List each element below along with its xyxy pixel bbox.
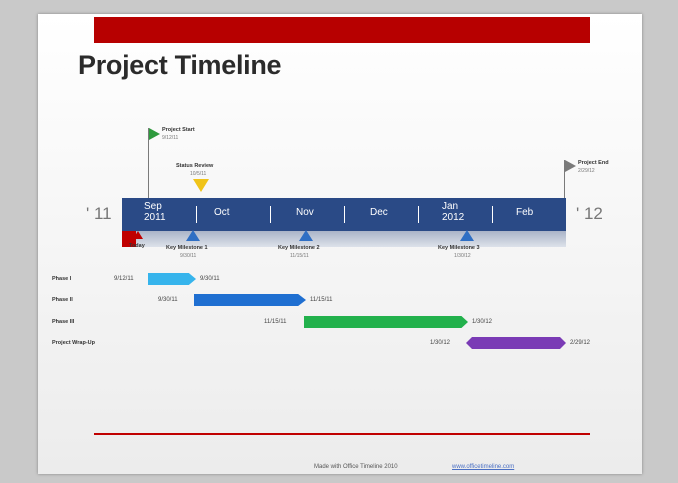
wrap-up-bar	[466, 337, 566, 349]
milestone-3-icon	[460, 230, 474, 241]
wrap-up-label: Project Wrap-Up	[52, 340, 95, 346]
status-review-date: 10/5/11	[190, 171, 207, 177]
status-review-label: Status Review	[176, 163, 214, 169]
month-feb: Feb	[516, 207, 534, 218]
project-start-date: 9/12/11	[162, 135, 179, 141]
footer-link[interactable]: www.officetimeline.com	[452, 464, 515, 470]
milestone-1-date: 9/30/11	[180, 253, 197, 259]
phase-3-start: 11/15/11	[264, 319, 287, 325]
milestone-2-date: 11/15/11	[290, 253, 309, 259]
page-title: Project Timeline	[78, 50, 282, 80]
today-label: Today	[129, 243, 145, 249]
milestone-3-date: 1/30/12	[454, 253, 471, 259]
year-end-label: ' 12	[576, 204, 603, 223]
project-end-label: Project End	[578, 160, 609, 166]
green-flag-icon	[149, 128, 160, 140]
project-start-label: Project Start	[162, 127, 195, 133]
project-start-flagpole	[148, 128, 149, 198]
wrap-up-start: 1/30/12	[430, 340, 451, 346]
month-nov: Nov	[296, 207, 314, 218]
gray-flag-icon	[565, 160, 576, 172]
today-marker-icon	[133, 231, 143, 239]
month-separator	[344, 206, 345, 223]
phase-2-start: 9/30/11	[158, 297, 178, 303]
month-separator	[196, 206, 197, 223]
milestone-3-label: Key Milestone 3	[438, 245, 480, 251]
month-separator	[418, 206, 419, 223]
milestone-1-label: Key Milestone 1	[166, 245, 208, 251]
year-start-label: ' 11	[86, 204, 112, 223]
phase-3-bar	[304, 316, 468, 328]
footer-credit: Made with Office Timeline 2010	[314, 464, 398, 470]
phase-1-label: Phase I	[52, 276, 72, 282]
month-dec: Dec	[370, 207, 388, 218]
milestone-2-icon	[299, 230, 313, 241]
phase-3-label: Phase III	[52, 319, 75, 325]
project-end-date: 2/29/12	[578, 168, 595, 174]
project-end-flagpole	[564, 160, 565, 198]
phase-3-end: 1/30/12	[472, 319, 493, 325]
milestone-1-icon	[186, 230, 200, 241]
phase-1-bar	[148, 273, 196, 285]
header-bar	[94, 17, 590, 43]
month-oct: Oct	[214, 207, 230, 218]
timeline-band-shadow	[122, 231, 566, 247]
phase-1-end: 9/30/11	[200, 276, 220, 282]
slide: Project Timeline ' 11 ' 12 Project Start…	[38, 14, 642, 474]
footer-line	[94, 433, 590, 435]
month-jan: Jan 2012	[442, 201, 465, 223]
phase-2-bar	[194, 294, 306, 306]
status-review-marker-icon	[193, 179, 209, 192]
phase-2-end: 11/15/11	[310, 297, 333, 303]
wrap-up-end: 2/29/12	[570, 340, 591, 346]
phase-1-start: 9/12/11	[114, 276, 134, 282]
month-sep: Sep 2011	[144, 201, 166, 223]
today-segment	[122, 231, 136, 247]
month-separator	[270, 206, 271, 223]
month-separator	[492, 206, 493, 223]
milestone-2-label: Key Milestone 2	[278, 245, 320, 251]
phase-2-label: Phase II	[52, 297, 73, 303]
